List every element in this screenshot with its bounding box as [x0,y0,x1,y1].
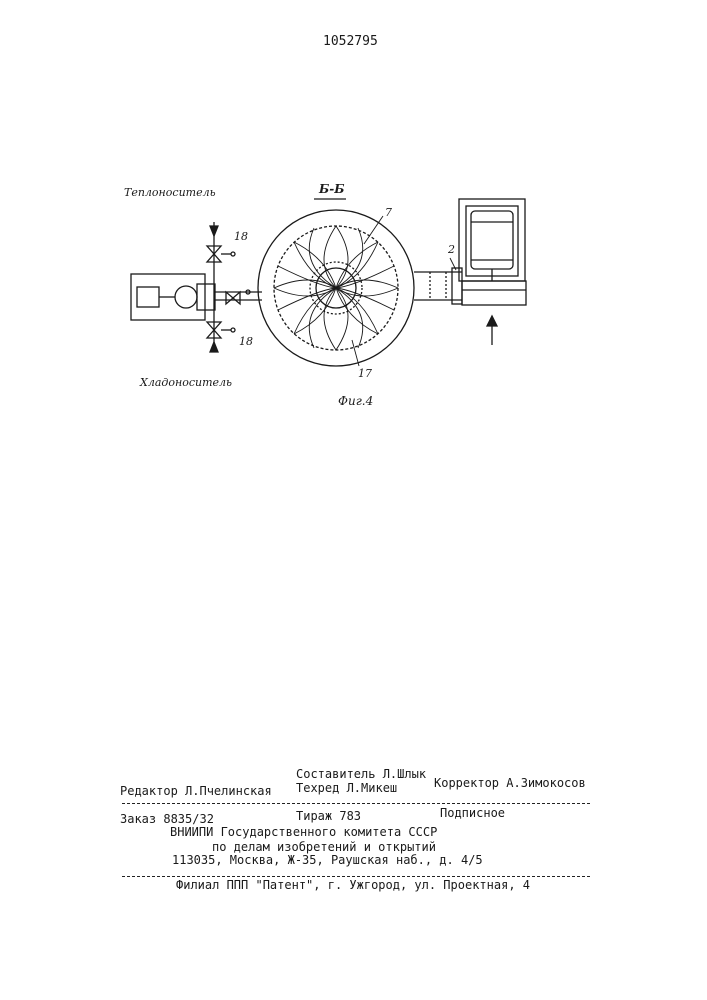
address: 113035, Москва, Ж-35, Раушская наб., д. … [172,853,483,867]
subscription: Подписное [440,806,505,820]
valve-horizontal [226,292,240,304]
org-line-2: по делам изобретений и открытий [212,840,436,854]
footer-divider-bottom [122,876,590,877]
arrow-up-inlet [487,316,497,326]
fan-housing-inner [466,206,518,276]
figure-4-drawing [0,0,707,420]
compiler: Составитель Л.Шлык [296,767,426,781]
ref-2: 2 [448,243,455,256]
ref-7: 7 [385,206,392,219]
circulation: Тираж 783 [296,809,361,823]
corrector: Корректор А.Зимокосов [434,776,586,790]
heat-carrier-label: Теплоноситель [124,186,216,199]
drive-motor [137,287,159,307]
figure-caption: Фиг.4 [338,394,373,408]
section-label: Б-Б [319,182,345,196]
techred: Техред Л.Микеш [296,781,397,795]
drive-pulley [175,286,197,308]
ref-17: 17 [358,367,372,380]
editor: Редактор Л.Пчелинская [120,784,272,798]
coolant-label: Хладоноситель [140,376,232,389]
valve-bottom-ref: 18 [239,335,253,348]
order: Заказ 8835/32 [120,812,214,826]
branch: Филиал ППП "Патент", г. Ужгород, ул. Про… [176,878,530,892]
org-line-1: ВНИИПИ Государственного комитета СССР [170,825,437,839]
fan-base [462,281,526,305]
valve-top-ref: 18 [234,230,248,243]
arrow-up-bottom [210,342,218,352]
gearbox [197,284,215,310]
footer-divider-top [122,803,590,804]
arrow-down-top [210,226,218,236]
damper-2 [452,268,462,304]
